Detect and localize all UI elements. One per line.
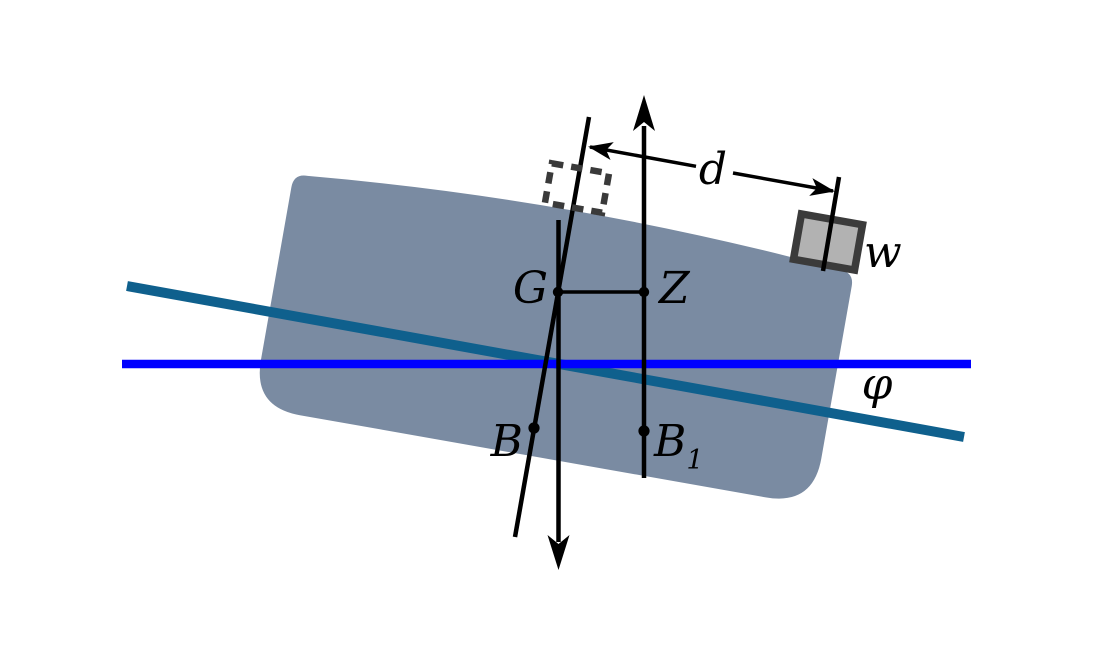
buoyancy-arrowhead-icon (633, 95, 655, 131)
point-b-dot (528, 422, 540, 434)
label-w: w (864, 227, 902, 278)
label-g: G (513, 263, 548, 314)
label-b1-base: B (653, 416, 686, 467)
point-g-dot (552, 286, 564, 298)
point-z-dot (638, 286, 650, 298)
label-phi: φ (862, 359, 893, 410)
label-b: B (490, 416, 523, 467)
centerline (512, 116, 592, 538)
distance-arrow-left (588, 142, 697, 169)
label-d: d (699, 144, 727, 195)
label-z: Z (657, 263, 691, 314)
point-b1-dot (638, 425, 650, 437)
distance-arrow-right (732, 171, 835, 196)
label-b1: B1 (653, 416, 704, 476)
weight-axis-line (820, 176, 842, 272)
gravity-arrowhead-icon (547, 535, 570, 570)
label-b1-subscript: 1 (686, 445, 703, 476)
hull-shape (259, 175, 853, 499)
